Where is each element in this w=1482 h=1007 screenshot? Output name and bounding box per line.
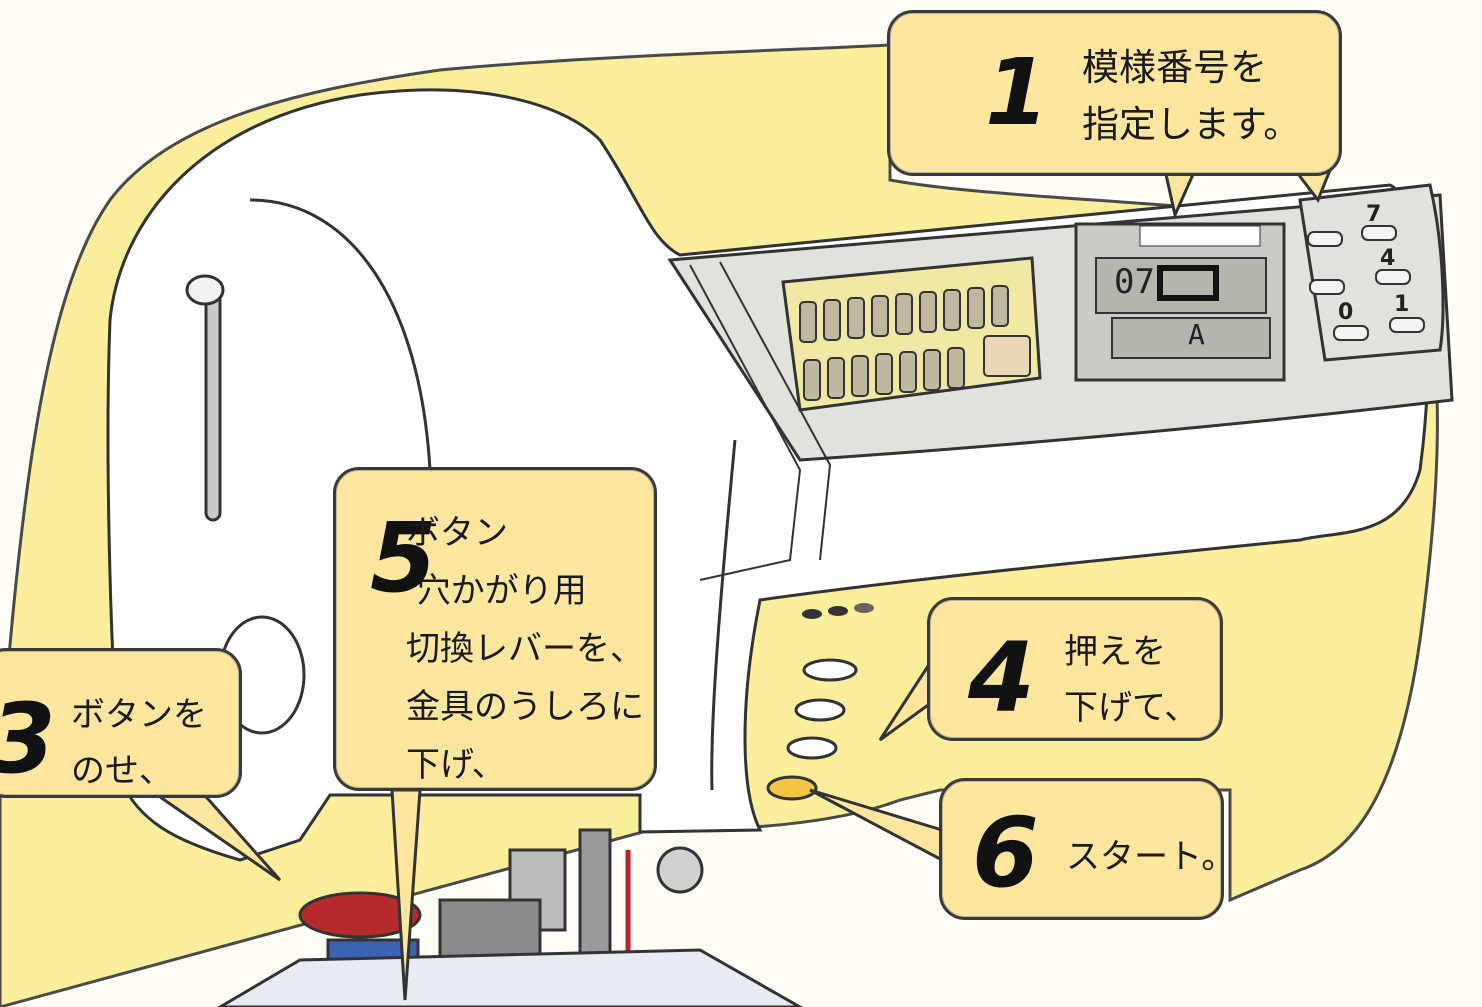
callout-step-6: 6 スタート。	[939, 778, 1235, 920]
key-7[interactable]: 7	[1366, 202, 1382, 227]
step-number-3: 3	[0, 691, 56, 787]
lcd-screen-2	[1111, 317, 1271, 359]
step-number-6: 6	[972, 797, 1039, 909]
step-number-4: 4	[968, 622, 1035, 734]
bobbin-spool-red	[298, 891, 422, 939]
step-text-4: 押えを 下げて、	[1064, 632, 1199, 728]
stitch-icons	[799, 285, 1031, 401]
key-4[interactable]: 4	[1380, 246, 1396, 271]
front-buttons	[786, 658, 858, 760]
step-text-3: ボタンを のせ、	[71, 695, 207, 791]
thumb-screw	[656, 846, 704, 894]
step-number-1: 1	[985, 39, 1050, 146]
led-indicators	[802, 603, 874, 619]
panel-ridge-2	[719, 261, 832, 561]
keypad	[1298, 183, 1445, 362]
step-text-5: ボタン 穴かがり用 切換レバーを、 金具のうしろに 下げ、	[406, 513, 644, 785]
needle-plate	[217, 948, 804, 1007]
key-0[interactable]: 0	[1338, 300, 1354, 325]
callout-step-1: 1 模様番号を 指定します。	[887, 10, 1342, 176]
step-text-1: 模様番号を 指定します。	[1082, 46, 1301, 146]
thread-guide-knob	[185, 274, 225, 306]
panel-ridge	[689, 264, 802, 581]
step-text-6: スタート。	[1066, 837, 1236, 877]
step-number-5: 5	[370, 502, 437, 614]
front-groove	[710, 439, 737, 791]
keypad-buttons	[1307, 225, 1425, 341]
callout-step-3: 3 ボタンを のせ、	[0, 648, 242, 798]
lcd-mode-letter: A	[1188, 318, 1205, 351]
lcd-label-strip	[1139, 225, 1261, 247]
start-button	[766, 775, 818, 801]
hood-curve	[249, 198, 432, 471]
key-1[interactable]: 1	[1394, 292, 1410, 317]
lcd-cursor	[1157, 265, 1219, 301]
thread-guide-lever	[204, 283, 222, 522]
lcd-pattern-number: 07	[1114, 262, 1155, 302]
callout-step-5: 5 ボタン 穴かがり用 切換レバーを、 金具のうしろに 下げ、	[333, 467, 657, 791]
callout-step-4: 4 押えを 下げて、	[927, 597, 1223, 741]
